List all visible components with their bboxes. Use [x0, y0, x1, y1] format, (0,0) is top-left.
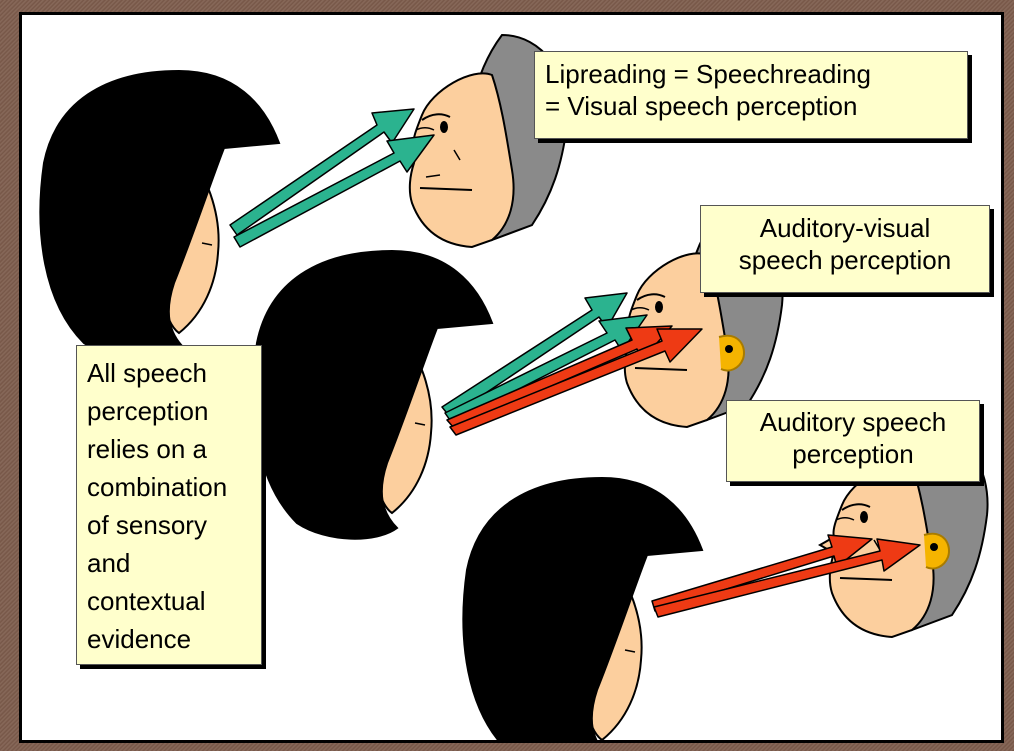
ear-icon [924, 534, 949, 569]
slide-panel: Lipreading = Speechreading = Visual spee… [19, 12, 1004, 743]
auditory-visual-label: Auditory-visual speech perception [700, 205, 990, 293]
auditory-line-2: perception [733, 438, 973, 470]
auditory-visual-line-1: Auditory-visual [707, 212, 983, 244]
visual-arrow-top-2 [234, 135, 434, 247]
auditory-line-1: Auditory speech [733, 406, 973, 438]
all-speech-line-4: combination [87, 468, 251, 506]
lipreading-line-2: = Visual speech perception [545, 90, 957, 122]
listener-head-top [40, 71, 279, 359]
all-speech-line-7: contextual [87, 582, 251, 620]
all-speech-line-6: and [87, 544, 251, 582]
all-speech-line-2: perception [87, 392, 251, 430]
all-speech-label: All speech perception relies on a combin… [76, 345, 262, 665]
lipreading-line-1: Lipreading = Speechreading [545, 58, 957, 90]
all-speech-line-3: relies on a [87, 430, 251, 468]
all-speech-line-1: All speech [87, 354, 251, 392]
all-speech-line-5: of sensory [87, 506, 251, 544]
lipreading-label: Lipreading = Speechreading = Visual spee… [534, 51, 968, 139]
auditory-visual-line-2: speech perception [707, 244, 983, 276]
listener-head-middle [253, 251, 492, 539]
auditory-label: Auditory speech perception [726, 400, 980, 482]
ear-icon [719, 336, 744, 371]
all-speech-line-8: evidence [87, 620, 251, 658]
